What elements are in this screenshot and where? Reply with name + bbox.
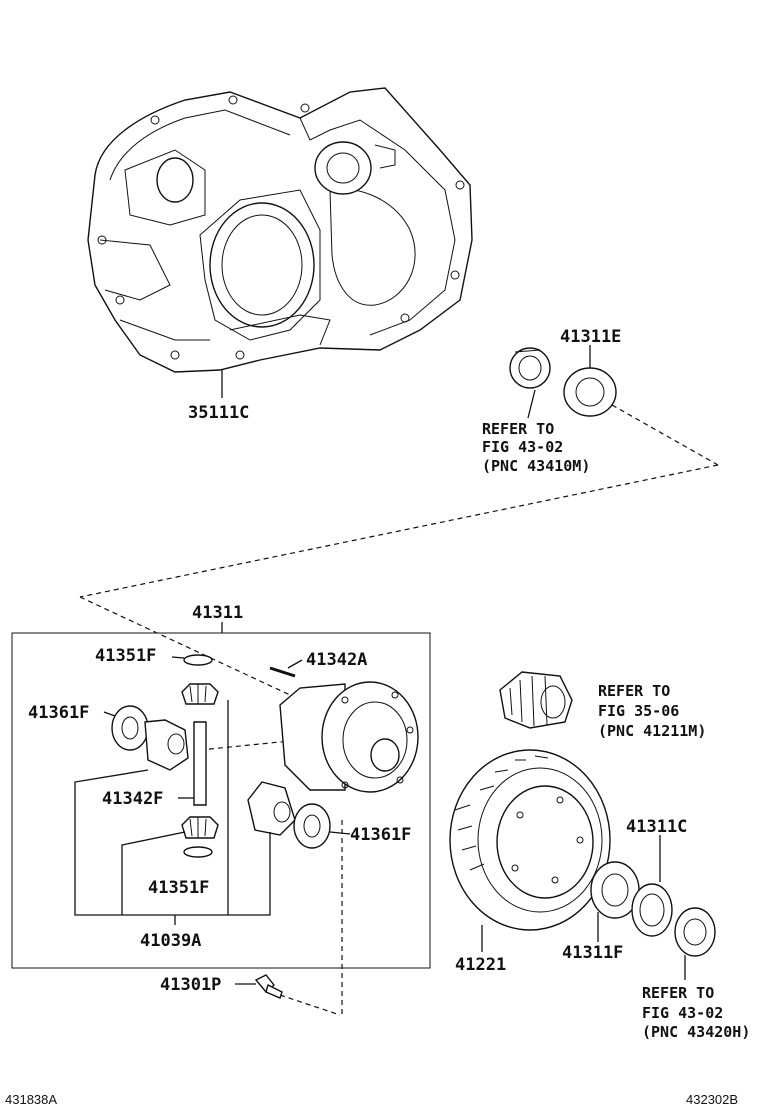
label-41342a: 41342A — [306, 650, 367, 670]
bearing-race-lower-drawing — [674, 907, 716, 957]
label-41342f: 41342F — [102, 789, 163, 809]
washer-41351f-top — [183, 654, 213, 666]
footer-right-code: 432302B — [686, 1092, 738, 1107]
label-41311e: 41311E — [560, 327, 621, 347]
pin-41342a — [269, 666, 296, 678]
footer-left-code: 431838A — [5, 1092, 57, 1107]
svg-text:REFER TO: REFER TO — [642, 984, 714, 1002]
ring-gear-41221 — [449, 749, 611, 931]
washer-41361f-left — [111, 705, 149, 751]
label-41039a: 41039A — [140, 931, 201, 951]
svg-text:(PNC 41211M): (PNC 41211M) — [598, 722, 706, 740]
label-41351f-lower: 41351F — [148, 878, 209, 898]
ref-note-3: REFER TO FIG 43-02 (PNC 43420H) — [642, 984, 750, 1041]
label-41301p: 41301P — [160, 975, 221, 995]
bolt-41301p — [254, 974, 283, 999]
shim-41311c-drawing — [631, 883, 673, 937]
label-41351f-top: 41351F — [95, 646, 156, 666]
label-41221: 41221 — [455, 955, 506, 975]
svg-text:REFER TO: REFER TO — [598, 682, 670, 700]
side-gear-left — [144, 719, 189, 771]
transaxle-case-drawing — [87, 87, 473, 373]
pinion-gear-top — [181, 683, 219, 705]
svg-text:FIG 35-06: FIG 35-06 — [598, 702, 679, 720]
pinion-gear-lower — [181, 816, 219, 839]
washer-41361f-right — [293, 803, 331, 849]
label-41311: 41311 — [192, 603, 243, 623]
pinion-shaft-41342f — [193, 721, 207, 806]
washer-41351f-lower — [183, 846, 213, 858]
ref-note-1: REFER TO FIG 43-02 (PNC 43410M) — [482, 420, 590, 475]
label-41361f-right: 41361F — [350, 825, 411, 845]
bearing-outer-race-drawing — [509, 347, 551, 389]
label-41311f: 41311F — [562, 943, 623, 963]
diff-kit-box — [11, 632, 431, 969]
svg-text:(PNC 43410M): (PNC 43410M) — [482, 457, 590, 475]
side-gear-right — [247, 781, 296, 836]
bearing-41311e-drawing — [563, 367, 617, 417]
drive-gear-ref — [499, 671, 573, 729]
label-41311c: 41311C — [626, 817, 687, 837]
kit-bracket — [74, 700, 271, 925]
svg-text:FIG 43-02: FIG 43-02 — [482, 438, 563, 456]
ref-note-2: REFER TO FIG 35-06 (PNC 41211M) — [598, 682, 706, 740]
svg-text:FIG 43-02: FIG 43-02 — [642, 1004, 723, 1022]
bearing-41311f-drawing — [590, 861, 640, 919]
svg-text:REFER TO: REFER TO — [482, 420, 554, 438]
label-41361f-left: 41361F — [28, 703, 89, 723]
svg-text:(PNC 43420H): (PNC 43420H) — [642, 1023, 750, 1041]
differential-case — [279, 681, 419, 793]
label-35111c: 35111C — [188, 403, 249, 423]
